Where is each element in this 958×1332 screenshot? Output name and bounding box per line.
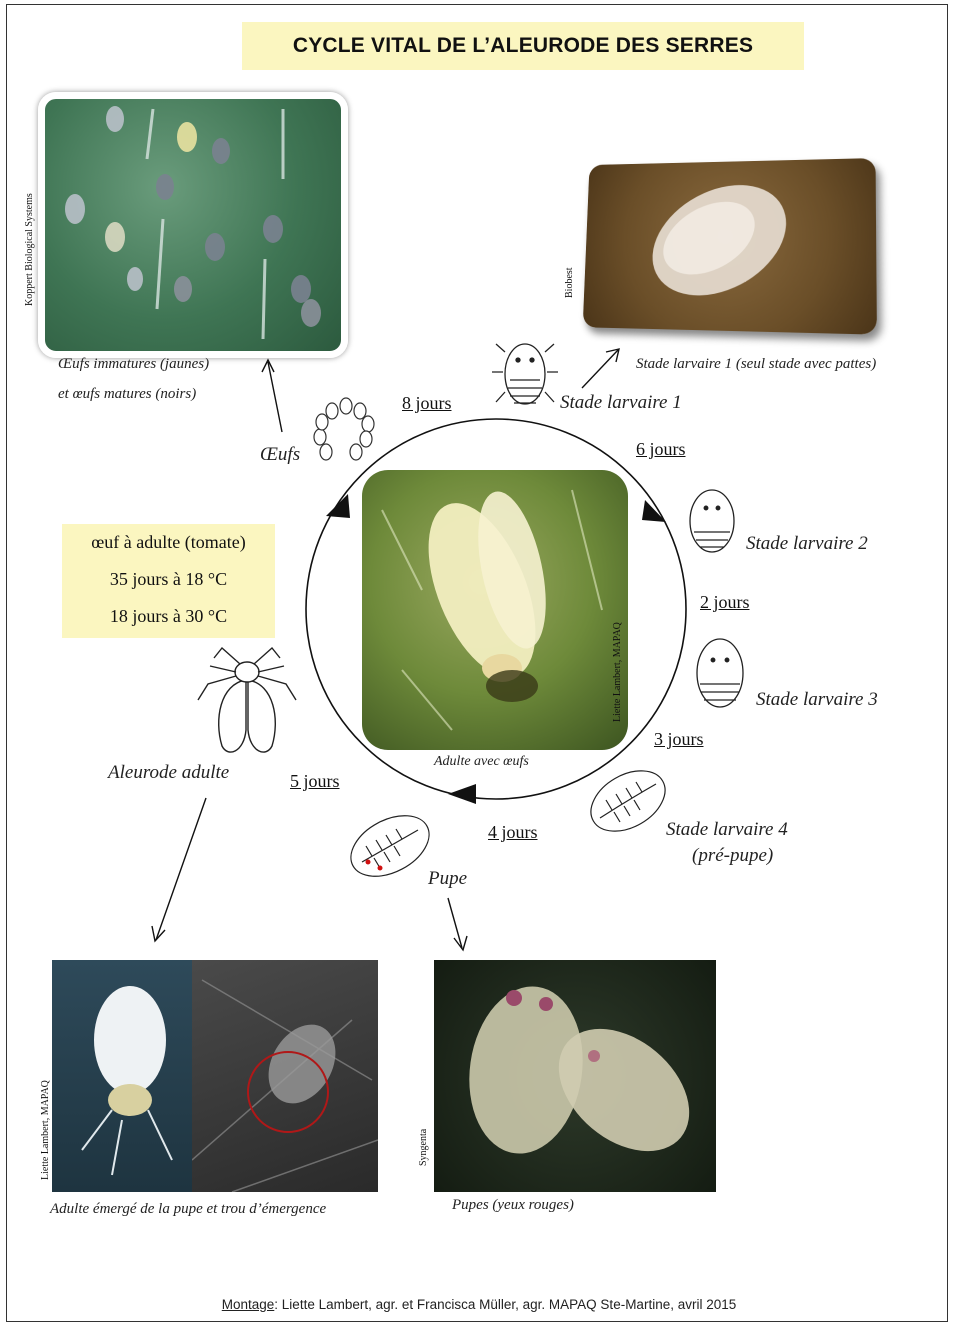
duration-l1-to-l2: 6 jours [636, 439, 686, 460]
cycle-arrowhead-bottom [448, 784, 476, 804]
duration-eggs-to-l1: 8 jours [402, 393, 452, 414]
larva3-icon [697, 639, 743, 707]
duration-l4-to-pupa: 4 jours [488, 822, 538, 843]
larva1-label: Stade larvaire 1 [560, 392, 682, 414]
duration-l3-to-l4: 3 jours [654, 729, 704, 750]
eggs-label: Œufs [260, 444, 300, 466]
adult-whitefly-icon [198, 648, 296, 752]
adult-label: Aleurode adulte [108, 762, 229, 784]
larva2-icon [690, 490, 734, 552]
larva4-label-line2: (pré-pupe) [692, 845, 773, 867]
info-line1: œuf à adulte (tomate) [62, 524, 275, 561]
footer-credit: Montage: Liette Lambert, agr. et Francis… [0, 1297, 958, 1312]
duration-l2-to-l3: 2 jours [700, 592, 750, 613]
footer-text: : Liette Lambert, agr. et Francisca Müll… [274, 1297, 736, 1312]
pupa-label: Pupe [428, 868, 467, 890]
pupa-icon [341, 803, 440, 888]
footer-label: Montage [222, 1297, 275, 1312]
larva3-label: Stade larvaire 3 [756, 689, 878, 711]
cycle-arrowhead-left [326, 494, 350, 518]
development-time-box: œuf à adulte (tomate) 35 jours à 18 °C 1… [62, 524, 275, 638]
info-line2: 35 jours à 18 °C [62, 561, 275, 598]
info-line3: 18 jours à 30 °C [62, 598, 275, 635]
larva2-label: Stade larvaire 2 [746, 533, 868, 555]
cycle-circle [306, 419, 686, 799]
larva4-label-line1: Stade larvaire 4 [666, 819, 788, 841]
eggs-icon [314, 398, 374, 460]
larva1-icon [492, 344, 558, 404]
duration-pupa-to-adult: 5 jours [290, 771, 340, 792]
